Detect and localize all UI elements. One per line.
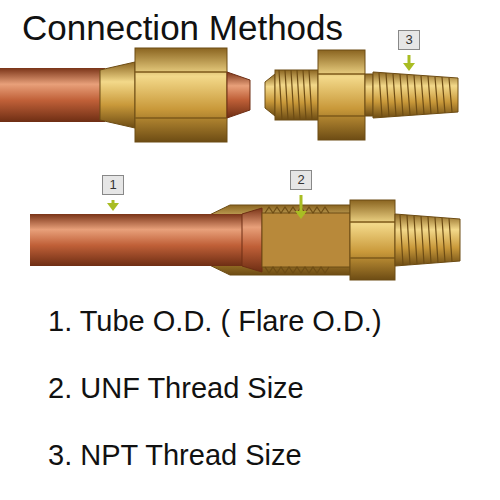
flare-seat bbox=[265, 74, 275, 116]
leader-line bbox=[408, 55, 411, 64]
copper-tube bbox=[0, 68, 105, 122]
leader-line bbox=[300, 195, 303, 212]
fitting-hex bbox=[318, 50, 365, 140]
leader-arrows bbox=[107, 55, 415, 219]
flared-tube-end bbox=[227, 72, 250, 118]
npt-thread bbox=[395, 214, 460, 266]
fitting-neck bbox=[365, 74, 373, 116]
copper-tube-inside bbox=[30, 214, 242, 266]
legend-item: 3. NPT Thread Size bbox=[48, 439, 302, 472]
fitting-body bbox=[262, 213, 350, 267]
nut-sleeve bbox=[100, 62, 135, 128]
callout-box: 2 bbox=[290, 170, 312, 190]
copper-tube bbox=[30, 214, 242, 266]
fitting-hex bbox=[350, 200, 395, 280]
hex-facets bbox=[350, 222, 395, 258]
arrow-head bbox=[295, 211, 307, 219]
hex-facets bbox=[318, 74, 365, 116]
unf-thread bbox=[275, 70, 318, 120]
flared-tube-end bbox=[242, 208, 262, 272]
thread-lines bbox=[279, 70, 312, 120]
diagram-title: Connection Methods bbox=[22, 8, 343, 48]
arrow-head bbox=[403, 63, 415, 71]
flare-nut-hex bbox=[135, 48, 227, 142]
callout-number: 1 bbox=[109, 177, 116, 192]
arrow-head bbox=[107, 203, 119, 211]
npt-thread bbox=[373, 72, 458, 118]
unf-thread-teeth bbox=[265, 267, 329, 273]
callout-box: 1 bbox=[102, 175, 124, 195]
legend-item: 2. UNF Thread Size bbox=[48, 372, 304, 405]
thread-lines bbox=[379, 73, 452, 117]
thread-lines bbox=[400, 215, 452, 265]
callout-number: 2 bbox=[297, 172, 304, 187]
legend-item: 1. Tube O.D. ( Flare O.D.) bbox=[48, 305, 382, 338]
hex-facets bbox=[135, 72, 227, 118]
callout-box: 3 bbox=[398, 30, 420, 50]
callout-number: 3 bbox=[405, 32, 412, 47]
